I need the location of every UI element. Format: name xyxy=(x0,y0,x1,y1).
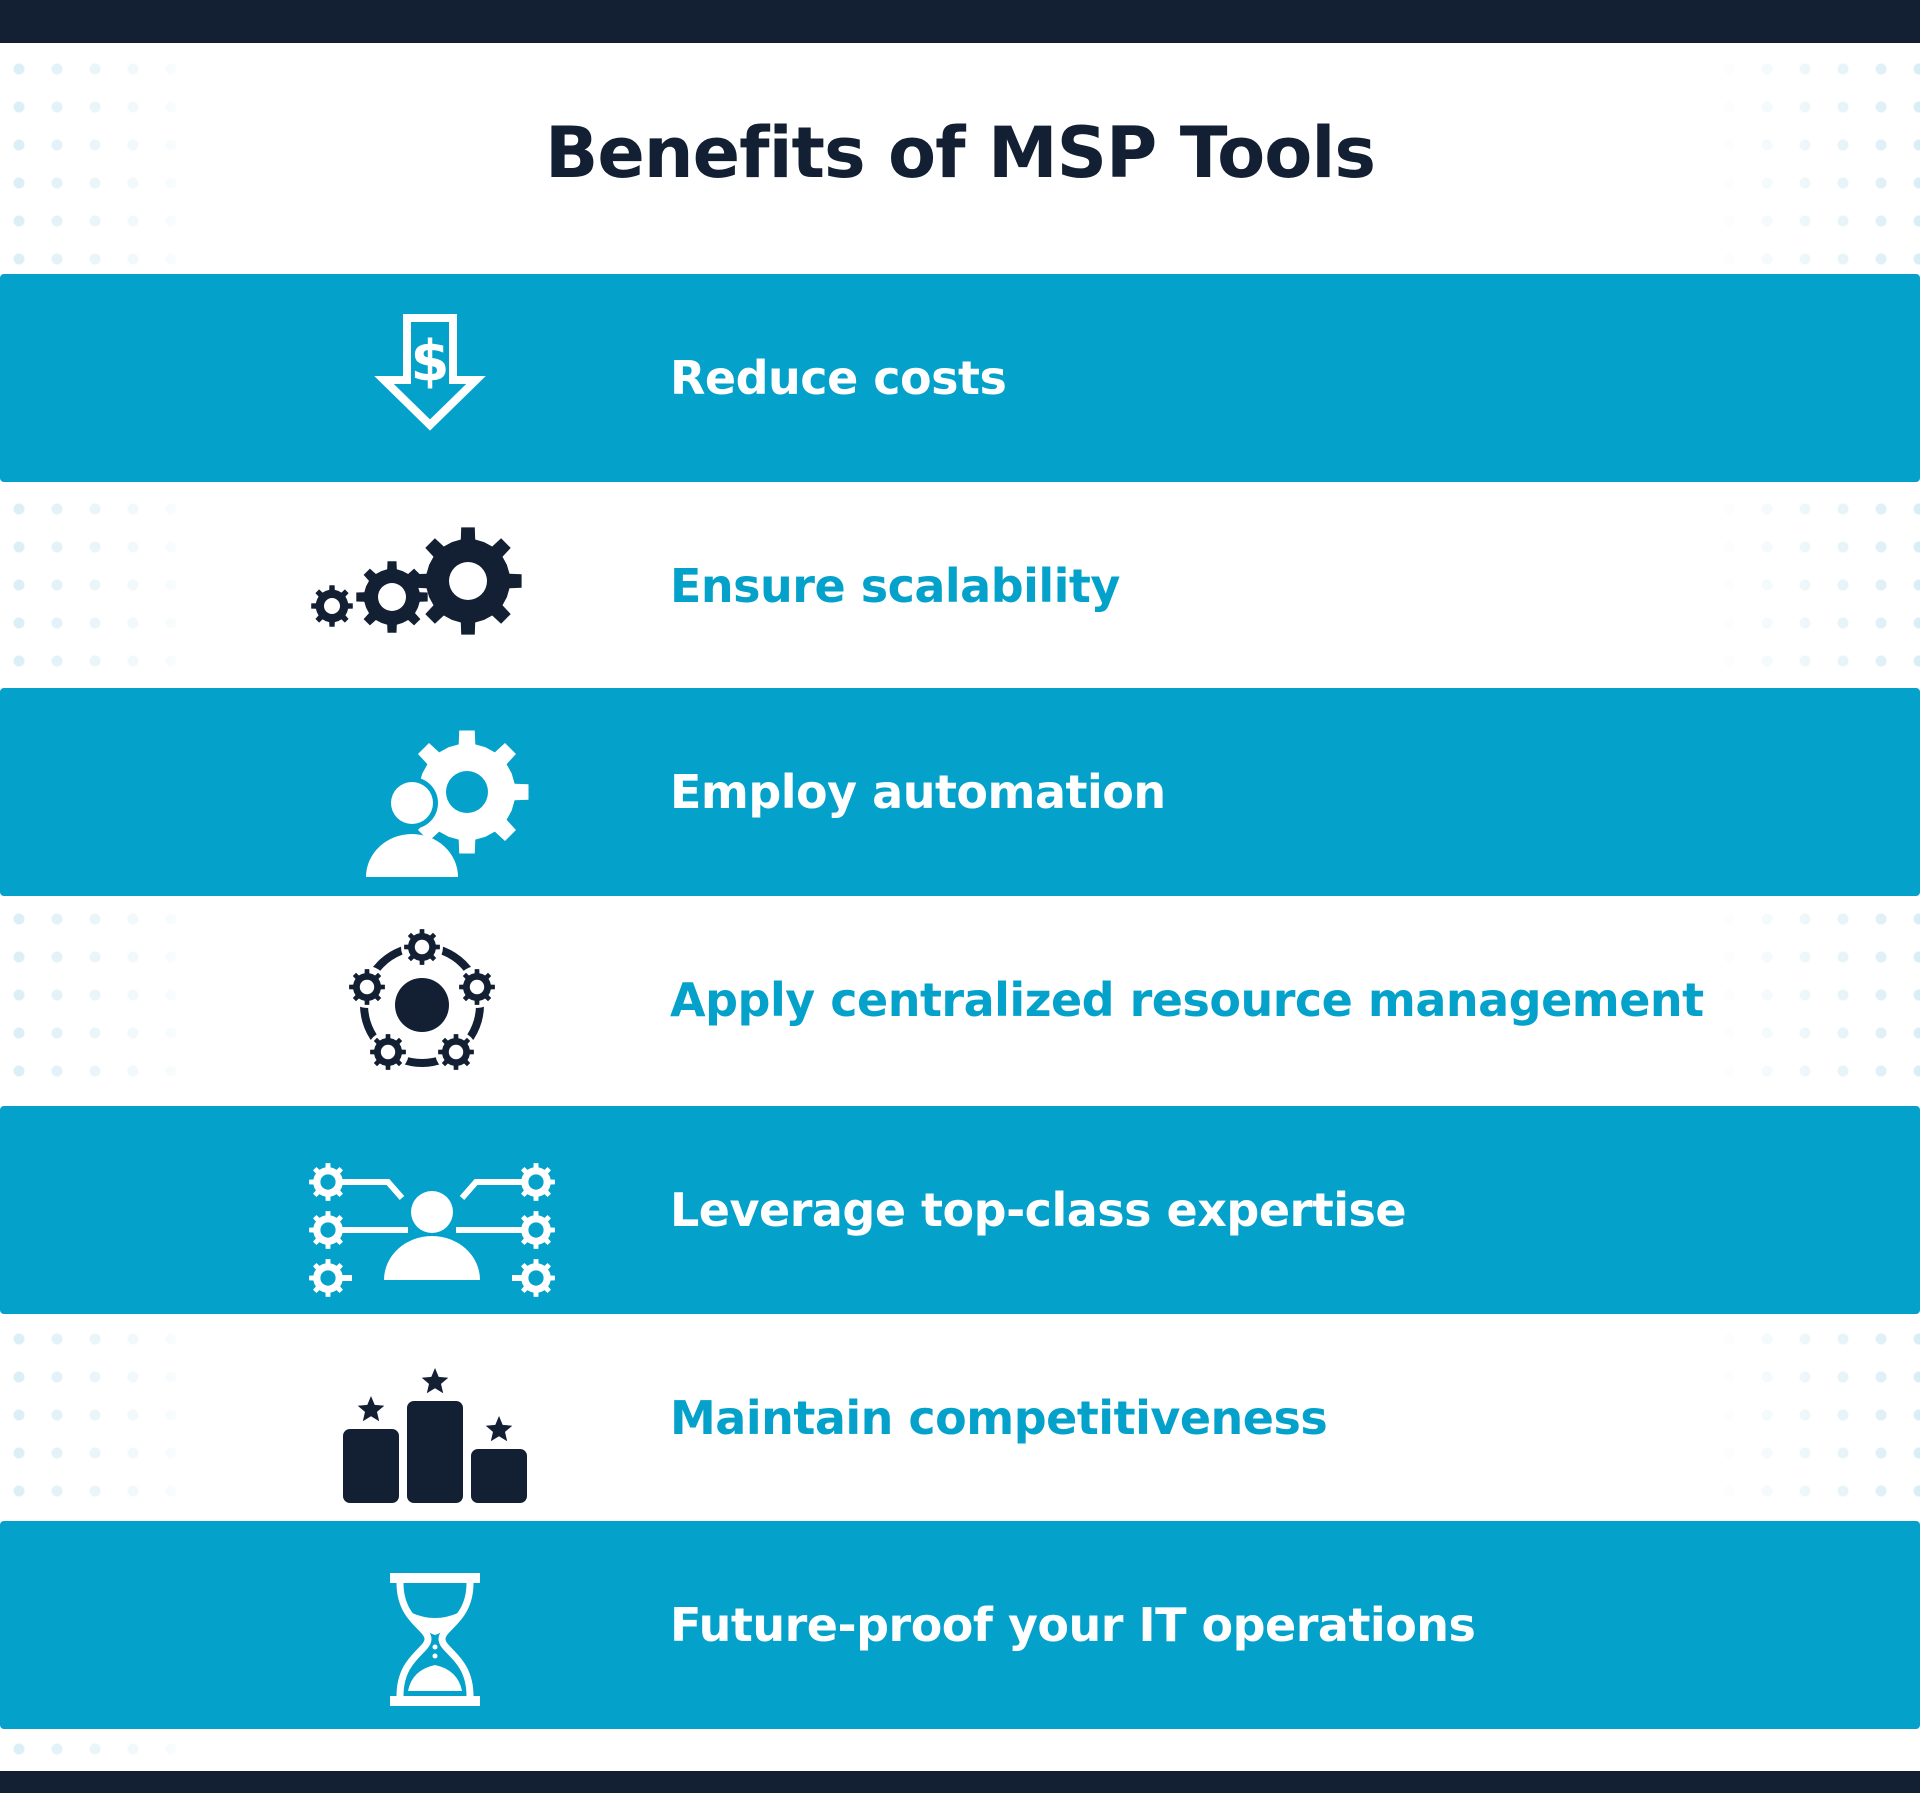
hourglass-icon xyxy=(390,1573,480,1706)
benefit-reduce-costs: $ Reduce costs xyxy=(0,274,1920,482)
dot-pattern xyxy=(1710,50,1920,270)
bottom-bar xyxy=(0,1771,1920,1793)
dot-pattern xyxy=(1710,1320,1920,1515)
benefit-centralized-resource-management: Apply centralized resource management xyxy=(0,896,1920,1104)
benefit-label: Ensure scalability xyxy=(670,559,1120,613)
benefit-label: Reduce costs xyxy=(670,351,1007,405)
svg-text:$: $ xyxy=(411,329,450,394)
central-hub-gears-icon xyxy=(346,926,498,1073)
dot-pattern xyxy=(0,1730,210,1770)
benefit-label: Employ automation xyxy=(670,765,1166,819)
dot-pattern xyxy=(0,1320,210,1515)
benefit-employ-automation: Employ automation xyxy=(0,688,1920,896)
dot-pattern xyxy=(0,50,210,270)
benefit-label: Maintain competitiveness xyxy=(670,1391,1328,1445)
dot-pattern xyxy=(1710,900,1920,1100)
person-gear-icon xyxy=(362,730,529,882)
star-icon xyxy=(485,1416,513,1442)
dot-pattern xyxy=(0,900,210,1100)
benefit-label: Leverage top-class expertise xyxy=(670,1183,1407,1237)
podium-stars-icon xyxy=(343,1368,527,1503)
benefit-leverage-expertise: Leverage top-class expertise xyxy=(0,1106,1920,1314)
gears-icon xyxy=(311,527,522,635)
benefit-future-proof: Future-proof your IT operations xyxy=(0,1521,1920,1729)
dot-pattern xyxy=(0,490,210,680)
benefit-maintain-competitiveness: Maintain competitiveness xyxy=(0,1314,1920,1522)
expert-network-icon xyxy=(309,1163,555,1297)
benefit-label: Apply centralized resource management xyxy=(670,973,1704,1027)
page-title: Benefits of MSP Tools xyxy=(544,112,1376,194)
benefit-ensure-scalability: Ensure scalability xyxy=(0,482,1920,690)
dot-pattern xyxy=(1710,490,1920,680)
dollar-down-arrow-icon: $ xyxy=(374,314,486,431)
top-bar xyxy=(0,0,1920,43)
star-icon xyxy=(357,1396,385,1422)
benefit-label: Future-proof your IT operations xyxy=(670,1598,1476,1652)
star-icon xyxy=(421,1368,449,1394)
